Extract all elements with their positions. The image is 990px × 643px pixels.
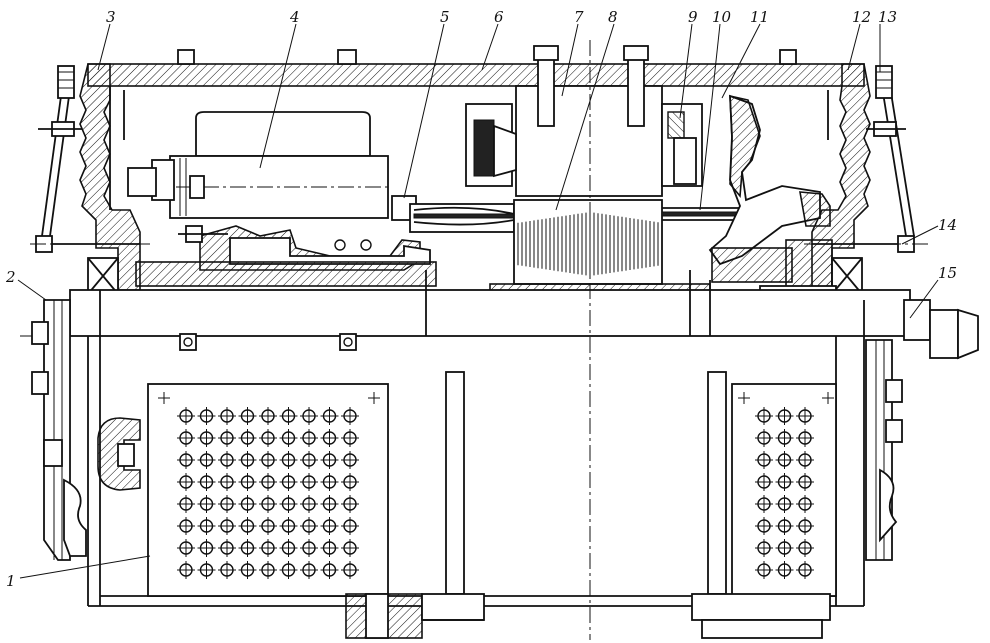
foot-right: [691, 593, 831, 639]
brush-holder-4: [127, 111, 392, 219]
left-winding-support: [135, 225, 437, 287]
callout-3: 3: [106, 8, 116, 26]
top-frame: [87, 49, 865, 87]
ventilation-grille-left-1: [147, 383, 389, 597]
inspection-plug: [97, 417, 141, 491]
right-tie-rod: [866, 65, 915, 237]
right-winding-11: [708, 94, 831, 283]
callout-2: 2: [5, 268, 16, 286]
callout-14: 14: [938, 216, 957, 234]
through-bolts: [30, 235, 928, 253]
left-bearing: [87, 257, 119, 295]
callout-labels: 1 2 3 4 5 6 7 8 9 10 11 12 13 14 15: [5, 8, 957, 590]
left-end-plate-lower: [31, 299, 87, 561]
centerline-nuts: [179, 333, 357, 351]
foot-left: [345, 593, 485, 639]
callout-7: 7: [574, 8, 584, 26]
leader-lines: [17, 23, 939, 579]
callout-5: 5: [440, 8, 450, 26]
callout-8: 8: [608, 8, 618, 26]
callout-10: 10: [712, 8, 732, 26]
callout-12: 12: [852, 8, 871, 26]
right-bearing: [831, 257, 863, 295]
callout-9: 9: [688, 8, 698, 26]
callout-4: 4: [289, 8, 300, 26]
callout-13: 13: [878, 8, 897, 26]
callout-6: 6: [494, 8, 504, 26]
support-posts: [445, 371, 727, 595]
ventilation-grille-right: [731, 383, 837, 597]
main-pole-7: [515, 45, 663, 197]
right-end-plate-lower: [865, 339, 903, 561]
pole-coil-left: [465, 103, 517, 187]
brush-arm-5: [391, 195, 515, 233]
callout-1: 1: [6, 572, 16, 590]
shaft-end-15: [903, 299, 979, 360]
callout-11: 11: [750, 8, 769, 26]
left-tie-rod: [38, 65, 82, 237]
pole-coil-right-9: [661, 103, 703, 187]
callout-15: 15: [938, 264, 957, 282]
